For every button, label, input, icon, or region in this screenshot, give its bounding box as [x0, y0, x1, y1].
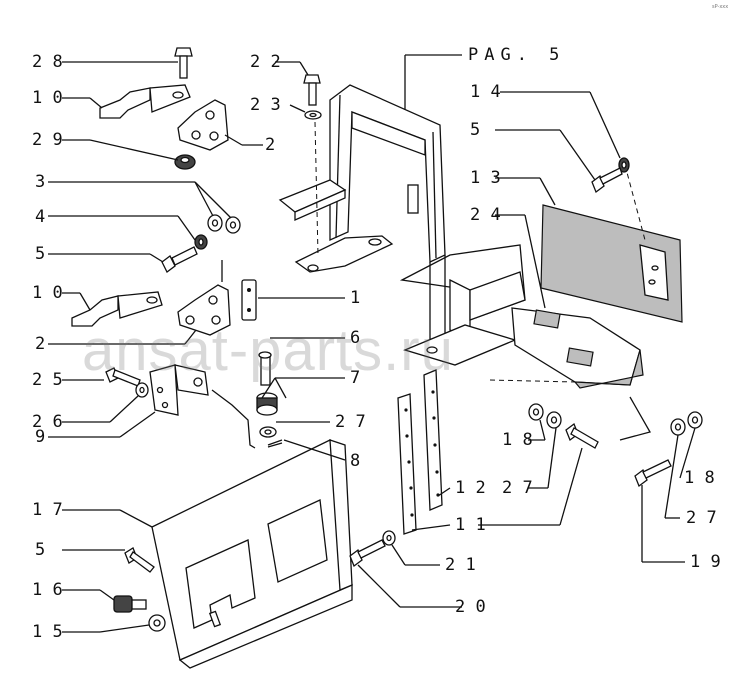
reference-label: PAG. 5	[468, 45, 565, 65]
callout-26: 2 6	[32, 412, 63, 432]
hinge-2-mid	[177, 284, 231, 336]
callout-5: 5	[35, 540, 45, 560]
washer-27-mid	[259, 426, 277, 438]
plate-1	[241, 279, 257, 321]
callout-25: 2 5	[32, 370, 63, 390]
callout-18: 1 8	[502, 430, 533, 450]
bolt-5-right	[591, 167, 623, 194]
hinge-2-top	[177, 99, 229, 151]
bolt-28	[174, 47, 193, 79]
bolt-28-right	[565, 422, 599, 449]
bar-11	[397, 393, 417, 535]
plug-16	[113, 595, 147, 613]
washer-4	[194, 234, 208, 250]
callout-18: 1 8	[684, 468, 715, 488]
callout-labels: 2 8 1 0 2 9 2 3 4 5 1 0 2 1 6 7 2 5 2 6 …	[32, 45, 721, 642]
washer-15	[148, 614, 166, 632]
washers-18-27-right	[670, 411, 703, 436]
callout-10: 1 0	[32, 283, 63, 303]
callout-4: 4	[35, 207, 45, 227]
washer-3	[207, 214, 241, 234]
callout-15: 1 5	[32, 622, 63, 642]
callout-20: 2 0	[455, 597, 486, 617]
pin-6	[258, 351, 272, 386]
callout-13: 1 3	[470, 168, 501, 188]
callout-11: 1 1	[455, 515, 486, 535]
bolt-5-bottom	[124, 547, 155, 573]
callout-10: 1 0	[32, 88, 63, 108]
callout-3: 3	[35, 172, 45, 192]
callout-8: 8	[350, 451, 360, 471]
callout-24: 2 4	[470, 205, 501, 225]
washer-23	[304, 110, 322, 120]
hinge-9	[149, 364, 209, 416]
callout-27: 2 7	[335, 412, 366, 432]
callout-5: 5	[35, 244, 45, 264]
washer-21	[382, 530, 396, 546]
washer-26	[135, 382, 149, 398]
watermark: ansat-parts.ru	[82, 318, 454, 383]
callout-16: 1 6	[32, 580, 63, 600]
panel-13	[540, 164, 683, 323]
callout-27: 2 7	[502, 478, 533, 498]
callout-14: 1 4	[470, 82, 501, 102]
callout-6: 6	[350, 328, 360, 348]
callout-9: 9	[35, 427, 45, 447]
callout-21: 2 1	[445, 555, 476, 575]
callout-7: 7	[350, 368, 360, 388]
callout-2: 2	[35, 334, 45, 354]
bar-12	[423, 369, 443, 511]
corner-code: sP-xxx	[712, 4, 728, 10]
bracket-10-mid	[71, 291, 163, 327]
callout-2: 2	[265, 135, 275, 155]
callout-22: 2 2	[250, 52, 281, 72]
pin-8	[267, 439, 283, 448]
bolt-22	[303, 74, 321, 106]
callout-17: 1 7	[32, 500, 63, 520]
bolt-20	[349, 539, 386, 568]
box-24	[489, 307, 644, 389]
callout-12: 1 2	[455, 478, 486, 498]
bushing-7	[256, 392, 278, 416]
callout-23: 2 3	[250, 95, 281, 115]
bracket-10-top	[99, 84, 191, 119]
callout-27: 2 7	[686, 508, 717, 528]
callout-1: 1	[350, 288, 360, 308]
callout-19: 1 9	[690, 552, 721, 572]
leader-lines	[48, 54, 696, 633]
nut-14	[618, 157, 630, 173]
callout-28: 2 8	[32, 52, 63, 72]
callout-29: 2 9	[32, 130, 63, 150]
washers-18-27-left	[528, 403, 562, 429]
nut-29	[174, 154, 196, 170]
bolt-5-left	[161, 246, 198, 273]
main-frame	[278, 84, 526, 366]
bolt-19	[634, 459, 672, 488]
front-panel-17	[151, 439, 353, 669]
callout-5: 5	[470, 120, 480, 140]
